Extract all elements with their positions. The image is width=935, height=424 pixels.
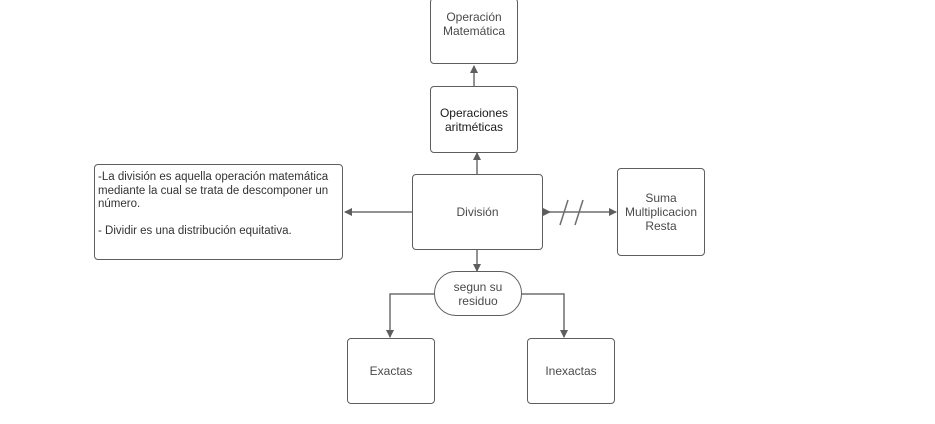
node-division[interactable]: División — [412, 174, 543, 250]
node-segun-su-residuo[interactable]: segun su residuo — [434, 271, 522, 316]
edge-residuo-to-exactas — [386, 293, 434, 338]
node-operaciones-aritmeticas[interactable]: Operaciones aritméticas — [430, 86, 518, 153]
arrowhead-start — [543, 208, 551, 216]
node-exactas[interactable]: Exactas — [347, 338, 435, 404]
node-inexactas[interactable]: Inexactas — [527, 338, 615, 404]
edge-residuo-to-inexactas — [521, 293, 568, 338]
node-suma-multiplicacion-resta[interactable]: Suma Multiplicacion Resta — [617, 168, 705, 256]
negation-mark-1 — [559, 199, 569, 226]
negation-mark-2 — [574, 199, 584, 226]
note-definition[interactable]: -La división es aquella operación matemá… — [94, 164, 343, 260]
node-operacion-matematica[interactable]: Operación Matemática — [430, 0, 518, 64]
